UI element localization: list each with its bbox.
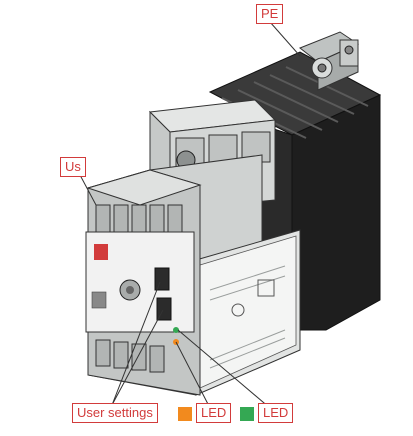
green-led-swatch (240, 407, 254, 421)
pe-label: PE (256, 4, 284, 24)
orange-led-swatch (178, 407, 192, 421)
control-module (85, 169, 202, 396)
pe-terminal (299, 31, 360, 91)
leader-lines (79, 21, 301, 409)
user-settings-label: User settings (72, 403, 158, 423)
orange-led-label: LED (196, 403, 232, 423)
us-label: Us (60, 157, 86, 177)
green-led-label: LED (258, 403, 294, 423)
